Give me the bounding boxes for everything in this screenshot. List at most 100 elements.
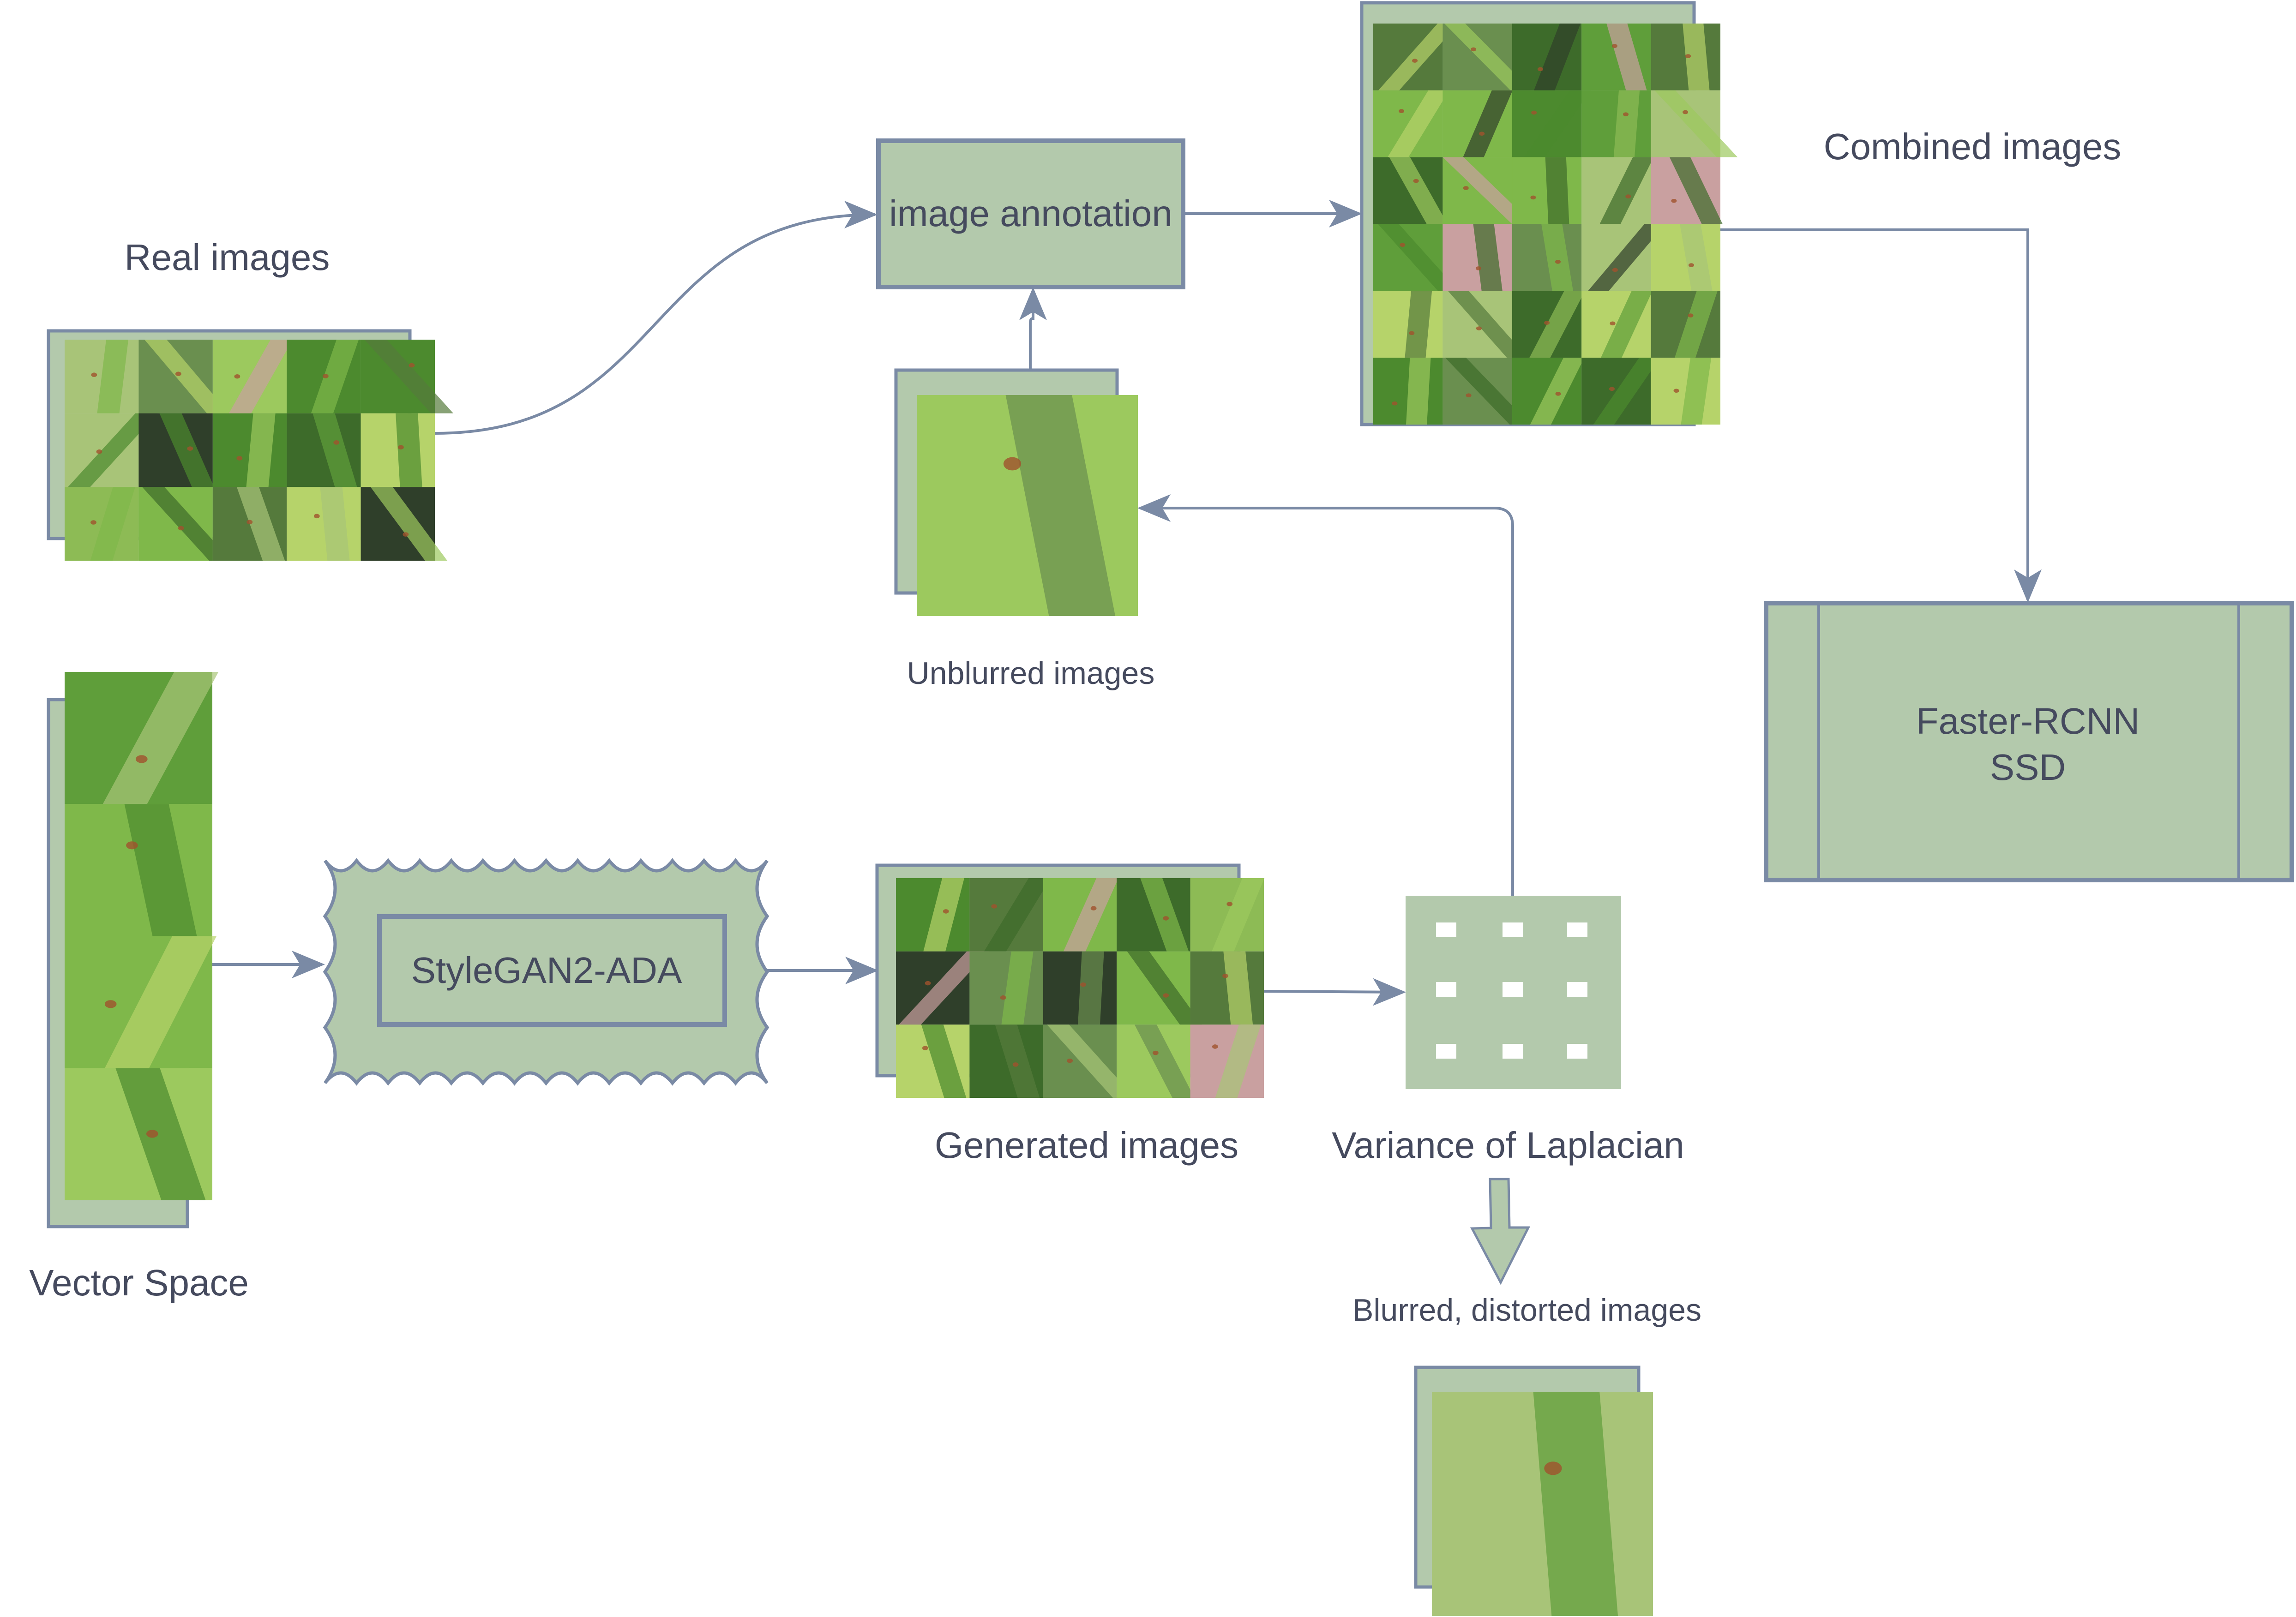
lesion-spot — [991, 904, 998, 909]
leaf-image-tile — [1373, 157, 1448, 224]
lesion-spot — [1412, 59, 1418, 63]
unblurred-images-label: Unblurred images — [907, 656, 1155, 691]
leaf-image-tile — [65, 672, 219, 804]
leaf-image-tile — [287, 413, 361, 487]
edge-generated-to-laplacian — [1263, 978, 1406, 1006]
lesion-spot — [1476, 326, 1482, 330]
lesion-spot — [397, 445, 404, 450]
kernel-cell — [1436, 922, 1456, 937]
leaf-image-tile — [361, 340, 454, 413]
lesion-spot — [236, 456, 243, 461]
leaf-image-tile — [1190, 1024, 1264, 1098]
lesion-spot — [1163, 916, 1169, 921]
edge-unblurred-to-annotation — [1019, 287, 1047, 395]
leaf-image-tile — [1043, 951, 1117, 1025]
kernel-cell — [1436, 982, 1456, 997]
laplacian-label: Variance of Laplacian — [1332, 1125, 1684, 1166]
lesion-spot — [1688, 313, 1694, 317]
lesion-spot — [136, 755, 148, 763]
lesion-spot — [403, 532, 409, 537]
leaf-image-tile — [1373, 358, 1443, 425]
leaf-image-tile — [1043, 1024, 1135, 1098]
leaf-image-tile — [896, 1024, 970, 1098]
blurred-image — [1432, 1392, 1653, 1616]
lesion-spot — [1409, 331, 1415, 335]
lesion-spot — [1152, 1050, 1159, 1055]
vector-space-label: Vector Space — [29, 1262, 249, 1303]
leaf-image-tile — [1443, 157, 1533, 224]
leaf-image-tile — [65, 487, 139, 561]
detector-label-ssd: SSD — [1990, 747, 2066, 788]
lesion-spot — [333, 440, 340, 445]
lesion-spot — [925, 981, 931, 986]
generated-images-label: Generated images — [935, 1125, 1238, 1166]
leaf-image-tile — [896, 951, 989, 1025]
leaf-image-tile — [138, 413, 214, 487]
edge-combined-to-detector — [1720, 228, 2042, 603]
leaf-image-tile — [1443, 291, 1528, 358]
lesion-spot — [1399, 109, 1405, 114]
lesion-spot — [187, 446, 193, 451]
lesion-spot — [1685, 54, 1691, 58]
lesion-spot — [1000, 995, 1006, 1000]
detector-node[interactable] — [1764, 601, 2294, 882]
leaf-image-tile — [138, 340, 229, 413]
lesion-spot — [1610, 321, 1616, 326]
leaf-image-tile — [1443, 90, 1513, 157]
leaf-image-tile — [917, 395, 1138, 616]
lesion-spot — [1163, 993, 1169, 998]
leaf-image-tile — [65, 413, 158, 487]
combined-images-grid — [1373, 24, 1738, 425]
lesion-spot — [1012, 1062, 1019, 1067]
lesion-spot — [1688, 263, 1695, 267]
leaf-image-tile — [1373, 224, 1459, 291]
lesion-spot — [104, 1000, 117, 1008]
leaf-image-tile — [896, 878, 970, 952]
leaf-image-tile — [287, 340, 361, 413]
kernel-cell — [1503, 922, 1523, 937]
lesion-spot — [1555, 259, 1561, 264]
lesion-spot — [1080, 982, 1086, 987]
lesion-spot — [1466, 393, 1472, 398]
lesion-spot — [175, 371, 181, 376]
lesion-spot — [1392, 401, 1398, 406]
lesion-spot — [409, 363, 415, 368]
leaf-image-tile — [65, 340, 139, 413]
lesion-spot — [1673, 389, 1679, 393]
lesion-spot — [1003, 457, 1022, 471]
leaf-image-tile — [1581, 157, 1654, 224]
leaf-image-tile — [1651, 24, 1720, 90]
lesion-spot — [1683, 110, 1689, 114]
leaf-image-tile — [1117, 878, 1190, 952]
leaf-image-tile — [1512, 291, 1585, 358]
lesion-spot — [1612, 268, 1618, 272]
leaf-image-tile — [969, 878, 1051, 952]
lesion-spot — [1555, 391, 1561, 396]
leaf-image-tile — [1512, 224, 1582, 291]
lesion-spot — [126, 841, 138, 850]
down-arrow-icon — [1470, 1178, 1531, 1285]
leaf-image-tile — [361, 487, 447, 561]
lesion-spot — [1222, 973, 1228, 978]
stylegan-inner-frame — [377, 914, 727, 1027]
lesion-spot — [1067, 1058, 1073, 1063]
leaf-image-tile — [1651, 224, 1720, 291]
leaf-image-tile — [212, 340, 293, 413]
unblurred-image — [917, 395, 1138, 616]
kernel-cell — [1503, 982, 1523, 997]
leaf-image-tile — [1512, 24, 1582, 90]
leaf-image-tile — [1512, 90, 1591, 157]
leaf-image-tile — [212, 413, 287, 487]
lesion-spot — [1413, 179, 1419, 183]
image-annotation-node[interactable] — [876, 138, 1185, 289]
lesion-spot — [1463, 186, 1469, 190]
edge-real-to-annotation — [434, 201, 878, 435]
leaf-image-tile — [1043, 878, 1119, 952]
vector-space-images — [65, 672, 219, 1200]
lesion-spot — [1625, 194, 1631, 198]
stylegan-label: StyleGAN2-ADA — [411, 950, 682, 991]
leaf-image-tile — [1651, 157, 1723, 224]
lesion-spot — [1537, 67, 1543, 72]
lesion-spot — [322, 374, 329, 378]
